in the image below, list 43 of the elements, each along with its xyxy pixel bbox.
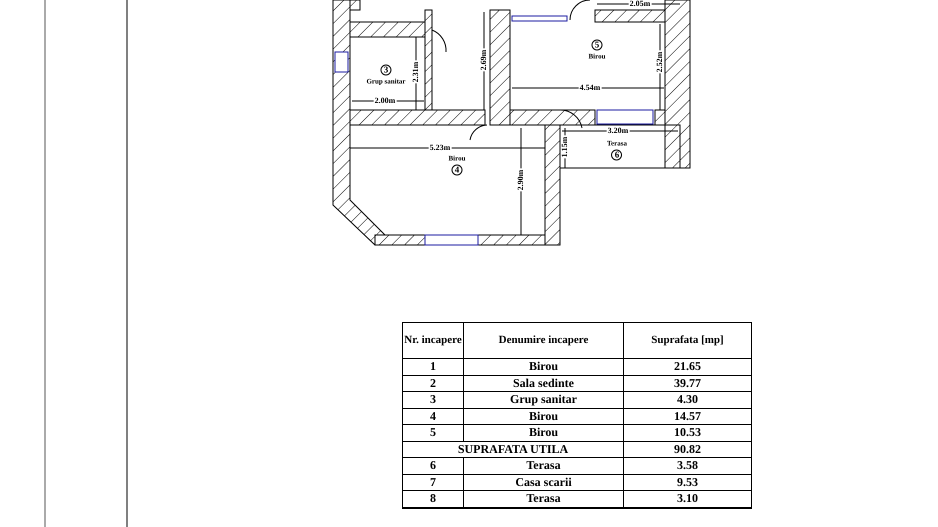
room-number: 5: [592, 40, 602, 50]
table-cell: 1: [403, 359, 464, 376]
dimension-label: 1.15m: [561, 136, 569, 158]
dimension-label: 3.20m: [606, 127, 630, 135]
table-cell: Sala sedinte: [464, 376, 624, 392]
dimension-label: 2.90m: [517, 168, 525, 192]
table-cell: 3.58: [624, 458, 751, 474]
table-cell: SUPRAFATA UTILA: [403, 442, 624, 458]
table-cell: 21.65: [624, 359, 751, 376]
table-cell: 6: [403, 458, 464, 474]
table-cell: Terasa: [464, 458, 624, 474]
table-cell: Casa scarii: [464, 474, 624, 491]
dimension-label: 2.52m: [656, 50, 664, 74]
table-cell: 10.53: [624, 425, 751, 442]
dimension-label: 2.31m: [412, 60, 420, 84]
table-cell: 90.82: [624, 442, 751, 458]
dimension-label: 2.00m: [374, 97, 396, 105]
dimension-label: 5.23m: [428, 144, 452, 152]
table-cell: 2: [403, 376, 464, 392]
header-cell: Denumire incapere: [464, 323, 624, 359]
room-number: 3: [380, 64, 392, 76]
table-cell: 4.30: [624, 392, 751, 408]
table-cell: 3: [403, 392, 464, 408]
table-cell: 5: [403, 425, 464, 442]
table-cell: 7: [403, 474, 464, 491]
table-cell: 8: [403, 491, 464, 508]
table-cell: 39.77: [624, 376, 751, 392]
room-number: 4: [452, 164, 462, 176]
table-cell: 4: [403, 408, 464, 425]
table-cell: 3.10: [624, 491, 751, 508]
table-cell: Terasa: [464, 491, 624, 508]
table-cell: 9.53: [624, 474, 751, 491]
table-cell: Birou: [464, 425, 624, 442]
table-cell: 14.57: [624, 408, 751, 425]
dimension-label: 4.54m: [578, 84, 602, 92]
table-cell: Birou: [464, 408, 624, 425]
room-number: 6: [612, 150, 622, 160]
table-cell: Grup sanitar: [464, 392, 624, 408]
dimension-label: 2.69m: [480, 48, 488, 72]
header-cell: Nr. incapere: [403, 323, 464, 359]
header-cell: Suprafata [mp]: [624, 323, 751, 359]
table-cell: Birou: [464, 359, 624, 376]
dimension-label: 2.05m: [628, 0, 652, 8]
